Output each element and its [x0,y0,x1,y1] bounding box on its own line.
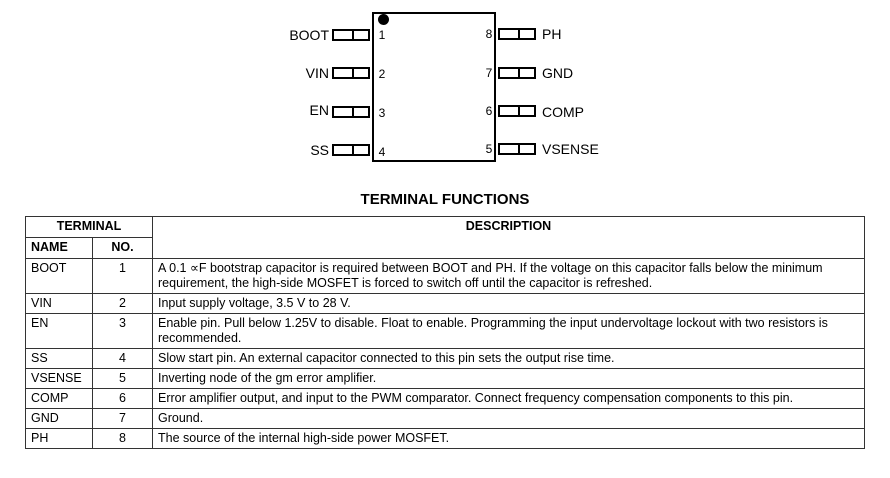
cell-no: 1 [92,258,153,294]
pin-stub [332,29,370,41]
header-name: NAME [25,237,93,259]
pin-number: 1 [378,28,386,42]
pin-stub [498,67,536,79]
cell-name: SS [25,348,93,369]
cell-name: COMP [25,388,93,409]
pin-label-right: GND [542,65,574,81]
pin-stub [332,106,370,118]
cell-name: VIN [25,293,93,314]
pin-number: 5 [485,142,493,156]
pin-number: 4 [378,145,386,159]
table-title: TERMINAL FUNCTIONS [360,191,530,208]
cell-name: PH [25,428,93,449]
pin-label-left: BOOT [289,27,329,43]
cell-description: The source of the internal high-side pow… [152,428,865,449]
cell-no: 4 [92,348,153,369]
pin-stub [332,144,370,156]
pin-label-right: VSENSE [542,141,599,157]
pin-number: 7 [485,66,493,80]
pin-number: 6 [485,104,493,118]
cell-description: Ground. [152,408,865,429]
cell-description: Error amplifier output, and input to the… [152,388,865,409]
pin-number: 8 [485,27,493,41]
chip-package [372,12,496,162]
pin-label-left: EN [309,102,329,118]
cell-description: Enable pin. Pull below 1.25V to disable.… [152,313,865,349]
header-no: NO. [92,237,153,259]
pin-label-right: COMP [542,104,584,120]
header-terminal: TERMINAL [25,216,153,238]
cell-name: GND [25,408,93,429]
pin1-indicator-dot [378,14,389,25]
cell-description: Inverting node of the gm error amplifier… [152,368,865,389]
cell-description: A 0.1 ∝F bootstrap capacitor is required… [152,258,865,294]
pin-number: 3 [378,106,386,120]
cell-no: 3 [92,313,153,349]
header-description: DESCRIPTION [152,216,865,259]
cell-description: Slow start pin. An external capacitor co… [152,348,865,369]
pin-stub [498,28,536,40]
cell-no: 6 [92,388,153,409]
cell-name: EN [25,313,93,349]
pin-stub [498,143,536,155]
pin-label-left: VIN [305,65,329,81]
pin-stub [332,67,370,79]
cell-no: 7 [92,408,153,429]
cell-description: Input supply voltage, 3.5 V to 28 V. [152,293,865,314]
pin-stub [498,105,536,117]
table-header-row: TERMINAL DESCRIPTION [25,216,865,259]
pin-number: 2 [378,67,386,81]
cell-name: VSENSE [25,368,93,389]
cell-no: 2 [92,293,153,314]
pin-label-right: PH [542,26,562,42]
cell-name: BOOT [25,258,93,294]
pin-label-left: SS [310,142,329,158]
cell-no: 8 [92,428,153,449]
cell-no: 5 [92,368,153,389]
pinout-diagram: BOOT 1 VIN 2 EN 3 SS 4 8 PH 7 GND 6 COMP… [0,0,890,180]
